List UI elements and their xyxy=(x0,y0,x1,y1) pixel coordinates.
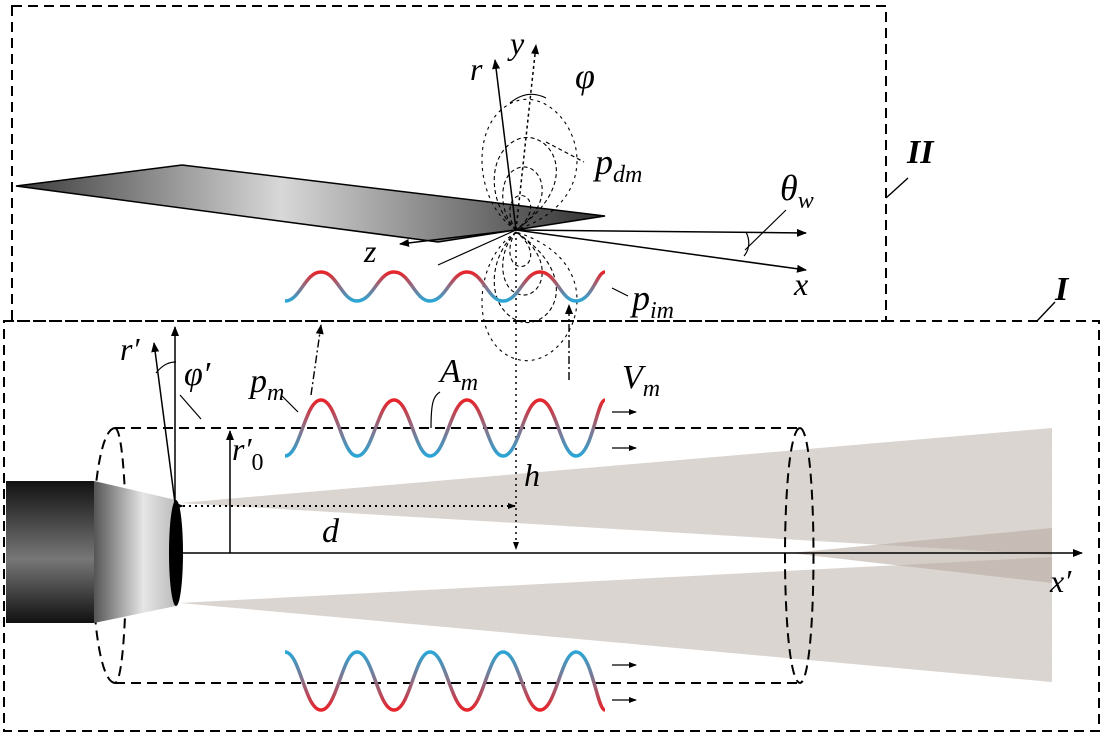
label-r0-prime: r′0 xyxy=(232,431,263,476)
label-x-prime: x′ xyxy=(1049,563,1072,599)
pm-leader xyxy=(281,395,299,413)
region-II-box xyxy=(11,5,887,322)
nozzle-body xyxy=(6,481,94,623)
jet-core-shadow xyxy=(790,528,1052,583)
nozzle xyxy=(6,481,183,623)
label-p-im-sub: im xyxy=(650,298,674,324)
velocity-arrows xyxy=(612,409,637,703)
jet-plume xyxy=(180,428,1052,682)
label-a-m-base: A xyxy=(438,353,461,390)
label-phi: φ xyxy=(575,56,595,96)
label-p-dm-base: p xyxy=(592,142,613,182)
wave-lower xyxy=(284,650,606,712)
label-h: h xyxy=(524,457,540,493)
label-r-prime: r′ xyxy=(120,331,140,367)
nozzle-cone xyxy=(94,481,176,623)
label-a-m: Am xyxy=(438,353,478,396)
label-theta-w: θw xyxy=(780,168,814,214)
label-p-m-sub: m xyxy=(267,380,284,406)
label-d: d xyxy=(322,513,340,550)
incident-wave-pim xyxy=(284,270,606,303)
label-v-m: Vm xyxy=(622,359,660,402)
pim-leader xyxy=(611,287,629,297)
wave-pm xyxy=(284,398,607,458)
plate-axes xyxy=(399,44,807,273)
dipole-pattern xyxy=(481,98,578,362)
label-p-m: pm xyxy=(248,363,284,406)
label-z: z xyxy=(363,233,377,269)
coupling-arrows xyxy=(310,304,573,396)
label-theta-base: θ xyxy=(780,168,798,208)
r-prime-axes xyxy=(151,326,202,504)
region-I-leader xyxy=(1036,301,1056,322)
jet-lower-grain xyxy=(180,557,1052,682)
label-p-dm: pdm xyxy=(592,142,642,188)
label-y: y xyxy=(507,25,525,61)
label-p-im: pim xyxy=(629,278,674,324)
label-x: x xyxy=(793,266,808,302)
label-r0-base: r′ xyxy=(232,431,252,467)
label-phi-prime: φ′ xyxy=(184,356,211,393)
label-r: r xyxy=(470,51,483,87)
label-v-m-sub: m xyxy=(643,376,660,402)
region-I-label: I xyxy=(1054,271,1070,308)
region-I-box xyxy=(3,320,1100,732)
label-theta-sub: w xyxy=(798,188,814,214)
flat-plate xyxy=(15,164,606,243)
label-p-m-base: p xyxy=(248,363,267,400)
label-a-m-sub: m xyxy=(461,370,478,396)
label-r0-sub: 0 xyxy=(251,450,263,476)
label-p-im-base: p xyxy=(629,278,650,318)
label-p-dm-sub: dm xyxy=(613,162,642,188)
jet-upper-grain xyxy=(180,428,1052,555)
region-II-label: II xyxy=(906,134,935,171)
region-II-leader xyxy=(885,177,909,199)
am-leader xyxy=(430,391,441,429)
